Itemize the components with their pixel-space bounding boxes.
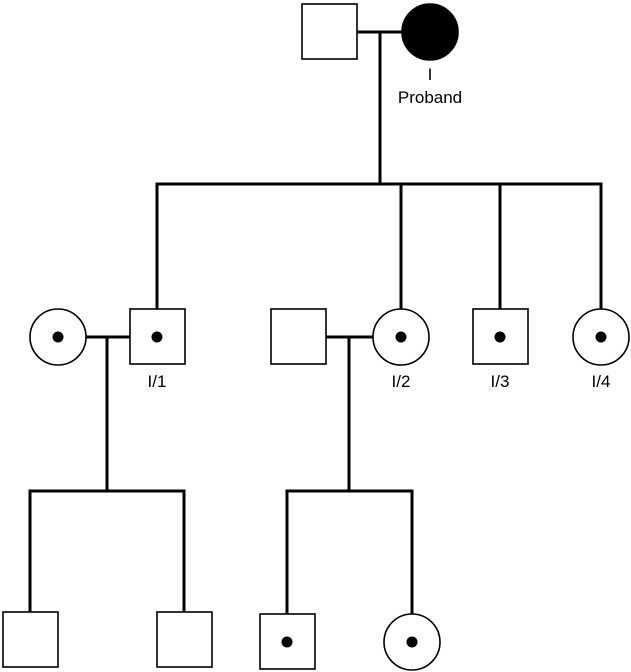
carrier-dot	[595, 331, 607, 343]
proband-circle-affected	[401, 3, 459, 61]
individual-i1-carrier	[129, 308, 186, 365]
proband-role-label: Proband	[397, 88, 463, 107]
i4-label: I/4	[591, 372, 611, 391]
carrier-dot	[52, 331, 64, 343]
spouse-female-carrier	[29, 308, 87, 366]
carrier-dot	[151, 331, 163, 343]
individual-i4-carrier	[572, 308, 630, 366]
carrier-dot	[406, 636, 418, 648]
grandchild-male-3-carrier	[259, 613, 316, 670]
carrier-dot	[281, 636, 293, 648]
individual-i2-carrier	[372, 308, 430, 366]
father-square	[301, 3, 358, 60]
proband-id-label: I	[427, 65, 433, 84]
grandchild-female-carrier	[383, 613, 441, 671]
grandchild-male-2-square	[156, 611, 213, 668]
grandchild-male-1-square	[2, 611, 59, 668]
carrier-dot	[494, 331, 506, 343]
i1-label: I/1	[147, 372, 167, 391]
i3-label: I/3	[490, 372, 510, 391]
i2-label: I/2	[391, 372, 411, 391]
individual-i3-carrier	[472, 308, 529, 365]
spouse-male-square	[270, 308, 327, 365]
carrier-dot	[395, 331, 407, 343]
